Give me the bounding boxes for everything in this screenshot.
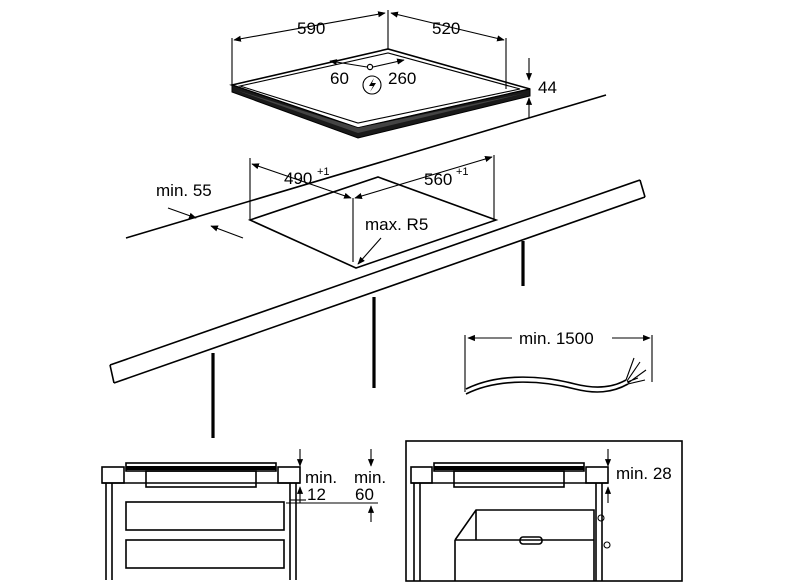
connection-position: 60 260 — [329, 58, 416, 95]
oven-handle — [519, 536, 543, 545]
corner-radius-callout: max. R5 — [357, 215, 428, 265]
cutout-width-tolerance: +1 — [317, 166, 330, 178]
hob-height-label: 44 — [538, 78, 557, 97]
oven — [454, 509, 595, 581]
hob-depth-label: 520 — [432, 19, 460, 38]
cable-length-label: min. 1500 — [519, 329, 594, 348]
lightning-bolt-icon — [362, 75, 382, 95]
cutout-depth-tolerance: +1 — [456, 166, 469, 178]
side-view-drawers: min. 12 min. 60 — [101, 449, 386, 580]
connection-left-label: 60 — [330, 69, 349, 88]
hob-drawing — [229, 48, 531, 139]
min-edge-dimension: min. 55 — [156, 181, 244, 239]
cutout-width-dimension: 490 +1 — [249, 158, 352, 220]
side-view-oven: min. 28 — [405, 440, 683, 582]
drawer — [125, 501, 285, 531]
corner-radius-label: max. R5 — [365, 215, 428, 234]
drawer-gap-label-2: min. — [354, 468, 386, 487]
oven-gap-label: min. 28 — [616, 464, 672, 483]
oven-frame — [405, 440, 683, 582]
hob-depth-dimension: 520 — [390, 11, 507, 89]
hob-width-label: 590 — [297, 19, 325, 38]
drawer-gap-label-1: min. — [305, 468, 337, 487]
connection-point — [366, 63, 374, 71]
cutout-width-label: 490 — [284, 169, 312, 188]
cutout-depth-label: 560 — [424, 170, 452, 189]
drawer — [125, 539, 285, 569]
drawer-gap-value-2: 60 — [355, 485, 374, 504]
drawer-gap-value-1: 12 — [307, 485, 326, 504]
cutout-depth-dimension: 560 +1 — [354, 155, 495, 219]
hob-height-dimension: 44 — [525, 58, 557, 118]
connection-right-label: 260 — [388, 69, 416, 88]
min-edge-label: min. 55 — [156, 181, 212, 200]
hob-width-dimension: 590 — [231, 10, 389, 85]
cable-drawing: min. 1500 — [464, 329, 653, 395]
